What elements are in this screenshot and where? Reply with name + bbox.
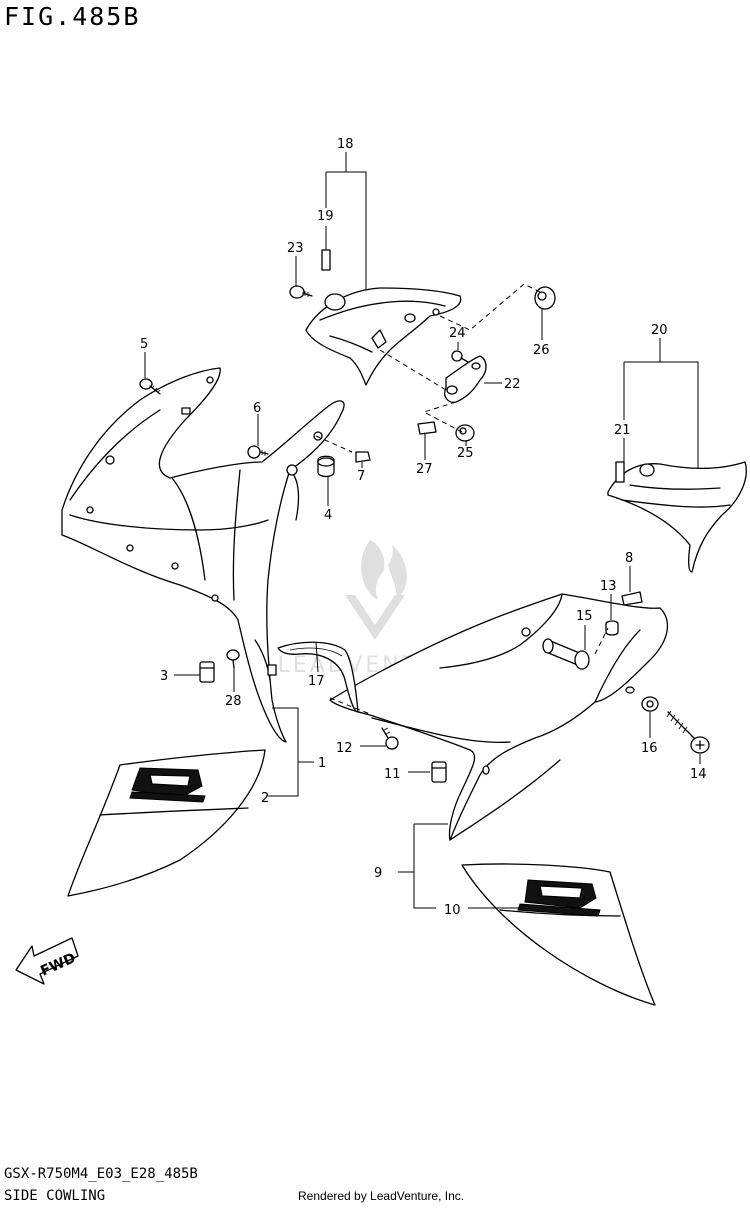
fwd-direction-arrow: FWD: [15, 937, 79, 985]
callout-23: 23: [287, 241, 304, 256]
callout-7: 7: [357, 469, 365, 484]
callout-5: 5: [140, 337, 148, 352]
callout-25: 25: [457, 446, 474, 461]
callout-10: 10: [444, 903, 461, 918]
decal-left[interactable]: [67, 749, 266, 897]
assembly-dashed-lines: [315, 283, 609, 715]
callout-28: 28: [225, 694, 242, 709]
grommet-4[interactable]: [317, 455, 335, 478]
section-name: SIDE COWLING: [4, 1188, 106, 1204]
rendered-by-credit: Rendered by LeadVenture, Inc.: [298, 1189, 465, 1203]
screw-5[interactable]: [139, 378, 161, 395]
screw-23[interactable]: [289, 285, 313, 299]
screw-28[interactable]: [226, 649, 240, 669]
screw-24[interactable]: [451, 350, 469, 363]
callout-14: 14: [690, 767, 707, 782]
callout-22: 22: [504, 377, 521, 392]
callout-20: 20: [651, 323, 668, 338]
callout-13: 13: [600, 579, 617, 594]
screw-12[interactable]: [381, 727, 399, 750]
callout-21: 21: [614, 423, 631, 438]
nut-7[interactable]: [355, 451, 371, 463]
callout-1: 1: [318, 756, 326, 771]
callout-6: 6: [253, 401, 261, 416]
callout-19: 19: [317, 209, 334, 224]
callout-26: 26: [533, 343, 550, 358]
collar-15[interactable]: [542, 638, 590, 670]
callout-16: 16: [641, 741, 658, 756]
model-code: GSX-R750M4_E03_E28_485B: [4, 1166, 198, 1182]
leadventure-watermark: LEADVENTURE: [278, 540, 469, 678]
figure-title: FIG.485B: [4, 2, 141, 31]
callout-27: 27: [416, 462, 433, 477]
inner-panel-18[interactable]: [305, 287, 462, 386]
callout-24: 24: [449, 326, 466, 341]
callout-12: 12: [336, 741, 353, 756]
screw-6[interactable]: [247, 445, 269, 459]
decal-right[interactable]: [461, 863, 656, 1006]
bolt-14[interactable]: [666, 710, 710, 754]
bracket-strip-17[interactable]: [277, 641, 359, 713]
bracket-22[interactable]: [444, 355, 487, 403]
callout-11: 11: [384, 767, 401, 782]
grommet-25[interactable]: [455, 424, 475, 442]
callout-2: 2: [261, 791, 269, 806]
callout-labels: 1 2 3 4 5 6 7 8 9 10 11 12 13 14 15 16 1…: [140, 137, 707, 918]
grommet-26[interactable]: [534, 286, 556, 310]
callout-17: 17: [308, 674, 325, 689]
callout-8: 8: [625, 551, 633, 566]
label-19[interactable]: [321, 249, 331, 271]
side-cowling-left[interactable]: [61, 367, 345, 743]
grommet-13[interactable]: [605, 620, 619, 636]
side-cover-20[interactable]: [607, 461, 747, 573]
callout-9: 9: [374, 866, 382, 881]
callout-15: 15: [576, 609, 593, 624]
callout-3: 3: [160, 669, 168, 684]
pad-27[interactable]: [417, 421, 437, 435]
callout-4: 4: [324, 508, 332, 523]
washer-16[interactable]: [641, 696, 659, 712]
callout-18: 18: [337, 137, 354, 152]
pad-8[interactable]: [621, 591, 643, 606]
clip-nut-11[interactable]: [431, 761, 447, 783]
label-21[interactable]: [615, 461, 625, 483]
leader-lines: [144, 152, 701, 909]
clip-nut-3[interactable]: [199, 661, 215, 683]
